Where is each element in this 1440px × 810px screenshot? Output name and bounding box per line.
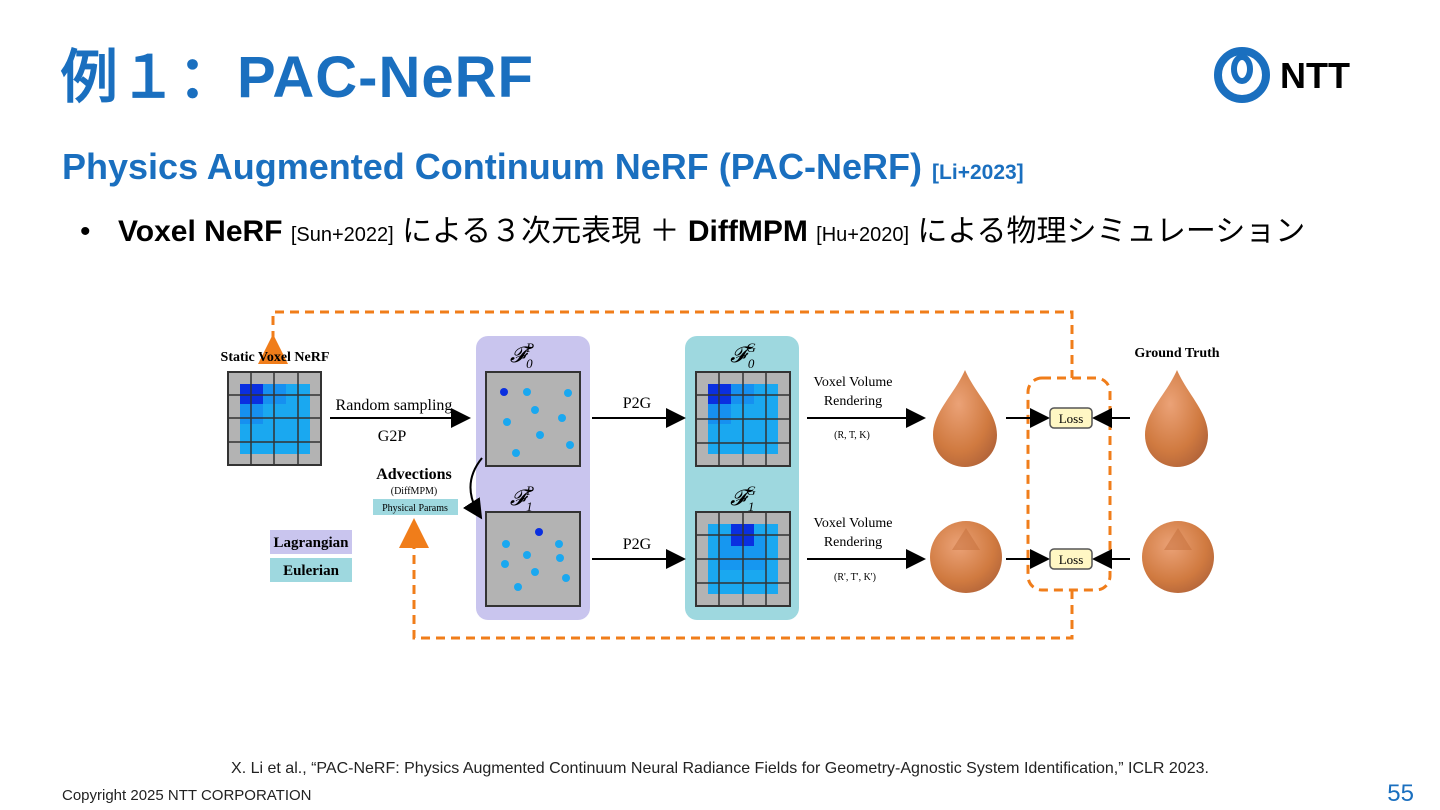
bullet-point: • Voxel NeRF [Sun+2022] による３次元表現 ＋ DiffMP… xyxy=(80,206,1305,250)
particle-grid-bottom xyxy=(485,511,581,607)
bullet-text-1: による３次元表現 ＋ xyxy=(402,215,688,248)
bullet-cite-hu: [Hu+2020] xyxy=(816,224,910,246)
advections-label: Advections xyxy=(376,466,452,483)
reference-citation: X. Li et al., “PAC-NeRF: Physics Augment… xyxy=(231,760,1209,777)
legend-eulerian-swatch xyxy=(270,558,352,582)
render-bottom-params: (R', T', K') xyxy=(834,572,876,583)
rendered-cone-tip xyxy=(952,528,980,550)
physical-params-label: Physical Params xyxy=(382,503,448,514)
legend-lagrangian-label: Lagrangian xyxy=(273,535,349,551)
rendered-drop-top xyxy=(933,370,997,467)
bullet-marker: • xyxy=(80,215,91,248)
render-bottom-line1: Voxel Volume xyxy=(814,516,893,531)
ntt-logo: NTT xyxy=(1214,47,1350,103)
eulerian-grid-bottom xyxy=(695,511,791,607)
render-top-line2: Rendering xyxy=(824,394,882,409)
bullet-text-2: による物理シミュレーション xyxy=(917,215,1306,248)
ground-truth-cone xyxy=(1142,521,1214,593)
loss-label-bottom: Loss xyxy=(1059,552,1084,567)
p2g-label-bottom: P2G xyxy=(623,536,652,553)
ground-truth-drop xyxy=(1145,370,1208,467)
loss-label-top: Loss xyxy=(1059,411,1084,426)
diffmpm-label: (DiffMPM) xyxy=(391,486,437,497)
rendered-cone-bottom xyxy=(930,521,1002,593)
subtitle: Physics Augmented Continuum NeRF (PAC-Ne… xyxy=(62,146,1024,188)
random-sampling-label: Random sampling xyxy=(336,397,453,414)
render-bottom-line2: Rendering xyxy=(824,535,882,550)
physical-params-box xyxy=(373,499,458,515)
page-number: 55 xyxy=(1387,780,1414,807)
eulerian-grid-top xyxy=(695,371,791,467)
static-voxel-label: Static Voxel NeRF xyxy=(221,350,330,365)
advection-arrow xyxy=(462,457,483,520)
p2g-label-top: P2G xyxy=(623,395,652,412)
loss-box-bottom xyxy=(1049,548,1093,570)
feedback-loop-top xyxy=(258,310,1074,378)
bullet-voxel-nerf: Voxel NeRF xyxy=(118,215,283,248)
copyright: Copyright 2025 NTT CORPORATION xyxy=(62,787,312,804)
loss-group-box xyxy=(1026,376,1112,592)
ntt-logo-ring-icon xyxy=(1214,47,1270,103)
g2p-label: G2P xyxy=(378,428,407,445)
subtitle-text: Physics Augmented Continuum NeRF (PAC-Ne… xyxy=(62,146,923,187)
legend-eulerian-label: Eulerian xyxy=(283,563,339,579)
ntt-logo-inner-icon xyxy=(1231,54,1253,84)
legend-lagrangian-swatch xyxy=(270,530,352,554)
render-top-line1: Voxel Volume xyxy=(814,375,893,390)
bullet-cite-sun: [Sun+2022] xyxy=(290,224,394,246)
particle-grid-top xyxy=(485,371,581,467)
ground-truth-label: Ground Truth xyxy=(1134,346,1219,361)
ground-truth-cone-tip xyxy=(1164,528,1192,550)
slide-title: 例１：PAC-NeRF xyxy=(60,45,534,110)
static-voxel-grid xyxy=(227,371,322,466)
pac-nerf-diagram: Static Voxel NeRF Random sampling G2P 𝓕P… xyxy=(221,310,1220,640)
loss-box-top xyxy=(1049,407,1093,429)
render-top-params: (R, T, K) xyxy=(834,430,870,441)
bullet-diffmpm: DiffMPM xyxy=(687,215,808,248)
subtitle-citation: [Li+2023] xyxy=(932,161,1024,184)
feedback-loop-bottom xyxy=(399,518,1074,640)
ntt-logo-text: NTT xyxy=(1280,55,1350,96)
